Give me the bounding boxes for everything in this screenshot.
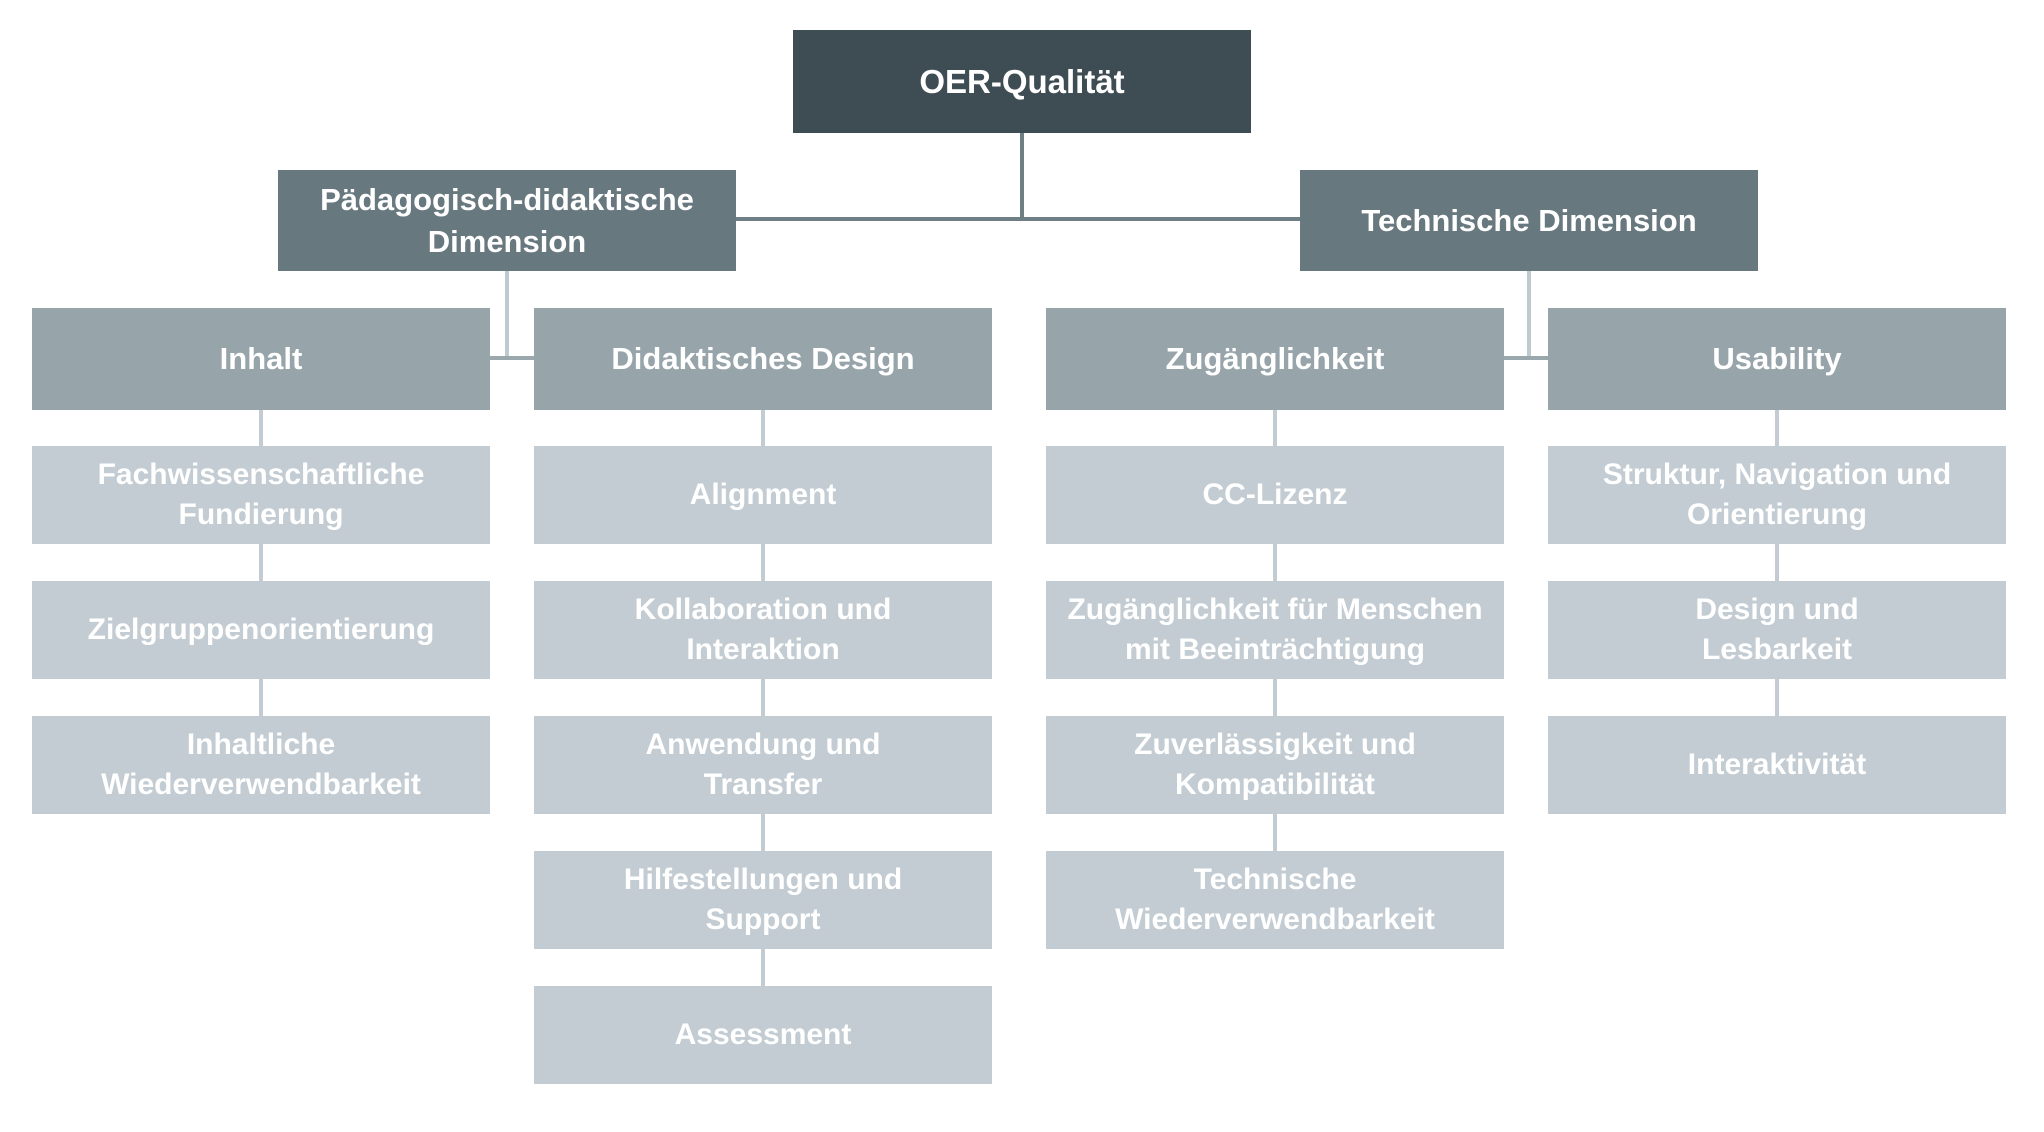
connector-col2-seg5 [761,949,765,986]
item-node-interaktivitaet: Interaktivität [1548,716,2006,814]
connector-categories-right-horizontal [1504,356,1548,360]
connector-col3-seg4 [1273,814,1277,851]
connector-col2-seg4 [761,814,765,851]
category-node-usability: Usability [1548,308,2006,410]
item-node-technische-wiederverwendbarkeit: Technische Wiederverwendbarkeit [1046,851,1504,949]
connector-col1-seg3 [259,679,263,716]
category-node-inhalt: Inhalt [32,308,490,410]
connector-dimension1-vertical [505,271,509,359]
category-node-didaktisches-design: Didaktisches Design [534,308,992,410]
connector-col4-seg2 [1775,544,1779,581]
connector-root-horizontal [736,217,1300,221]
dimension-node-paedagogisch-didaktisch: Pädagogisch-didaktische Dimension [278,170,736,271]
item-node-assessment: Assessment [534,986,992,1084]
connector-col4-seg1 [1775,410,1779,446]
item-node-design-und-lesbarkeit: Design und Lesbarkeit [1548,581,2006,679]
item-node-struktur-navigation-orientierung: Struktur, Navigation und Orientierung [1548,446,2006,544]
connector-dimension2-vertical [1527,271,1531,359]
connector-categories-left-horizontal [490,356,534,360]
connector-col2-seg3 [761,679,765,716]
item-node-inhaltliche-wiederverwendbarkeit: Inhaltliche Wiederverwendbarkeit [32,716,490,814]
item-node-fachwissenschaftliche-fundierung: Fachwissenschaftliche Fundierung [32,446,490,544]
connector-col4-seg3 [1775,679,1779,716]
connector-col3-seg3 [1273,679,1277,716]
item-node-kollaboration-und-interaktion: Kollaboration und Interaktion [534,581,992,679]
item-node-zugaenglichkeit-fuer-menschen: Zugänglichkeit für Menschen mit Beeinträ… [1046,581,1504,679]
dimension-node-technisch: Technische Dimension [1300,170,1758,271]
connector-col2-seg2 [761,544,765,581]
connector-col1-seg1 [259,410,263,446]
connector-col1-seg2 [259,544,263,581]
item-node-hilfestellungen-und-support: Hilfestellungen und Support [534,851,992,949]
root-node-oer-qualitaet: OER-Qualität [793,30,1251,133]
connector-root-vertical [1020,133,1024,220]
connector-col3-seg1 [1273,410,1277,446]
connector-col2-seg1 [761,410,765,446]
item-node-alignment: Alignment [534,446,992,544]
connector-col3-seg2 [1273,544,1277,581]
item-node-zielgruppenorientierung: Zielgruppenorientierung [32,581,490,679]
category-node-zugaenglichkeit: Zugänglichkeit [1046,308,1504,410]
item-node-cc-lizenz: CC-Lizenz [1046,446,1504,544]
item-node-anwendung-und-transfer: Anwendung und Transfer [534,716,992,814]
item-node-zuverlaessigkeit-und-kompatibilitaet: Zuverlässigkeit und Kompatibilität [1046,716,1504,814]
